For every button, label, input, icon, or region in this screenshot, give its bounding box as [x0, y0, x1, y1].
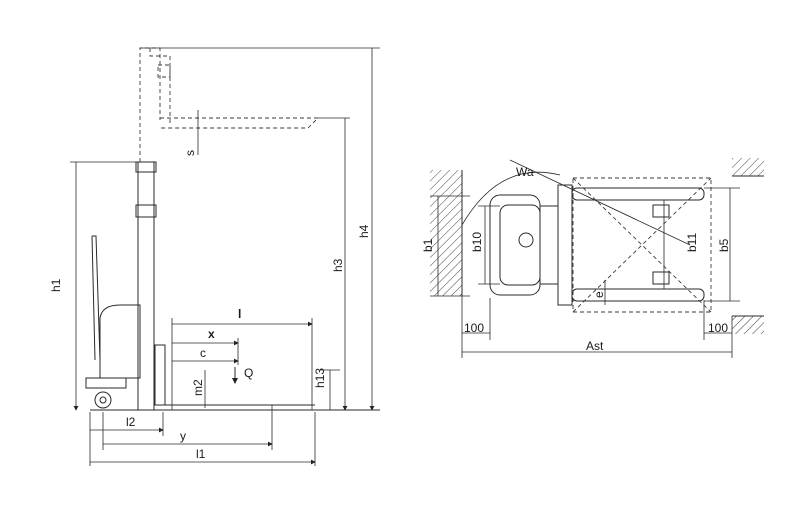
label-Q: Q [244, 366, 253, 380]
wall-left [430, 170, 462, 296]
label-b10: b10 [470, 232, 484, 252]
truck-body [489, 194, 541, 296]
label-y: y [180, 429, 186, 443]
top-view: Wa b1 b10 b11 b5 e 100 100 Ast [421, 158, 764, 358]
label-l2: l2 [126, 415, 136, 429]
label-c: c [200, 346, 206, 360]
label-h4: h4 [357, 224, 371, 238]
drive-unit [99, 304, 141, 379]
label-b11: b11 [685, 233, 699, 252]
label-Ast: Ast [586, 339, 604, 353]
extended-mast [139, 47, 320, 162]
label-e: e [592, 291, 606, 298]
label-x: x [208, 327, 215, 341]
label-100-right: 100 [708, 321, 728, 335]
wall-right-bottom [732, 316, 764, 334]
label-m2: m2 [191, 379, 205, 396]
side-view: h1 h3 h4 s h13 m2 l x c Q l2 y l1 [49, 47, 380, 466]
drive-wheel [94, 391, 112, 409]
label-s: s [183, 150, 197, 156]
label-b1: b1 [421, 238, 435, 252]
label-100-left: 100 [464, 321, 484, 335]
label-h1: h1 [49, 278, 63, 292]
label-l1: l1 [196, 447, 206, 461]
label-Wa: Wa [516, 165, 534, 179]
fork-bottom [571, 288, 705, 302]
wall-right-top [732, 158, 764, 176]
label-b5: b5 [717, 238, 731, 252]
label-h3: h3 [331, 258, 345, 272]
label-l: l [238, 307, 241, 321]
label-h13: h13 [313, 368, 327, 388]
tiller [92, 235, 101, 361]
fork-top [571, 187, 705, 201]
pallet [572, 177, 712, 313]
